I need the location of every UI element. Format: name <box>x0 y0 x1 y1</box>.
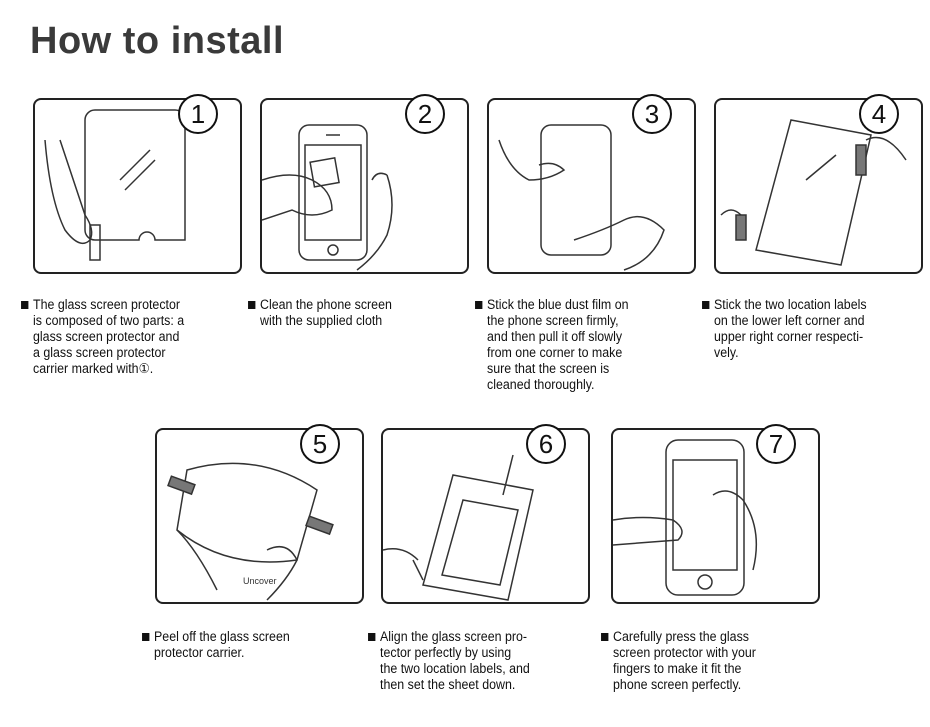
bullet-icon <box>142 633 150 641</box>
uncover-label: Uncover <box>243 576 277 586</box>
bullet-icon <box>21 301 29 309</box>
step-7-caption: Carefully press the glass screen protect… <box>601 629 797 693</box>
step-number: 4 <box>859 94 899 134</box>
step-number: 6 <box>526 424 566 464</box>
step-7-panel: 7 <box>611 424 820 604</box>
press-protector-illustration <box>613 439 758 596</box>
step-3-panel: 3 <box>487 94 696 274</box>
step-2-caption: Clean the phone screen with the supplied… <box>248 297 444 329</box>
step-2-panel: 2 <box>260 94 469 274</box>
clean-phone-illustration <box>262 124 393 271</box>
step-5-panel: Uncover 5 <box>155 424 364 604</box>
step-number: 5 <box>300 424 340 464</box>
step-6-panel: 6 <box>381 424 590 604</box>
step-4-panel: 4 <box>714 94 923 274</box>
dust-film-illustration <box>498 124 665 271</box>
bullet-icon <box>601 633 609 641</box>
step-1-panel: 1 <box>33 94 242 274</box>
bullet-icon <box>248 301 256 309</box>
page-title: How to install <box>30 20 284 62</box>
location-labels-illustration <box>720 119 907 266</box>
step-number: 7 <box>756 424 796 464</box>
step-1-caption: The glass screen protector is composed o… <box>21 297 217 377</box>
step-number: 2 <box>405 94 445 134</box>
step-number: 3 <box>632 94 672 134</box>
step-4-caption: Stick the two location labels on the low… <box>702 297 898 361</box>
align-protector-illustration <box>383 454 534 601</box>
bullet-icon <box>702 301 710 309</box>
bullet-icon <box>475 301 483 309</box>
peel-carrier-illustration <box>167 462 334 601</box>
step-number: 1 <box>178 94 218 134</box>
bullet-icon <box>368 633 376 641</box>
step-3-caption: Stick the blue dust film on the phone sc… <box>475 297 671 393</box>
step-6-caption: Align the glass screen pro- tector perfe… <box>368 629 564 693</box>
step-5-caption: Peel off the glass screen protector carr… <box>142 629 338 661</box>
